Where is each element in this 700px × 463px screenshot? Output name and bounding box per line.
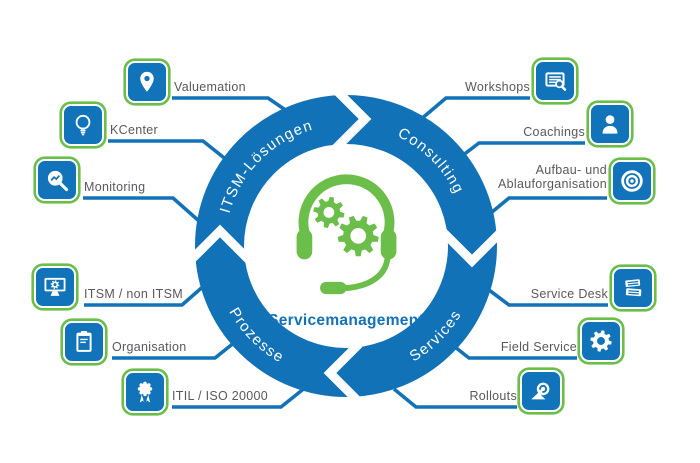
item-icon-tile: [63, 321, 105, 363]
item-label: Workshops: [465, 80, 530, 94]
clipboard-icon: [76, 331, 92, 352]
map-pin-icon: [140, 71, 154, 92]
item-label: Coachings: [523, 125, 585, 139]
connector-line: [172, 96, 305, 124]
ring-band: [195, 95, 497, 397]
headset-gears-icon: [296, 174, 397, 295]
connector-line: [452, 141, 585, 164]
item-label: KCenter: [110, 123, 158, 137]
diagram-title: Servicemanagement: [268, 312, 424, 329]
person-icon: [602, 115, 618, 134]
connector-line: [483, 285, 608, 307]
item-icon-tile: [36, 159, 78, 201]
roll-icon: [531, 382, 550, 400]
connector-line: [112, 336, 242, 360]
connector-line: [392, 387, 517, 409]
connector-line: [84, 282, 208, 307]
item-icon-tile: [534, 60, 576, 102]
item-label: Valuemation: [174, 80, 246, 94]
item-icon-tile: [34, 266, 76, 308]
item-icon-tile: [126, 61, 168, 103]
item-icon-tile: [124, 371, 166, 413]
connector-line: [83, 196, 201, 223]
item-label: Aufbau- und Ablauforganisation: [498, 163, 607, 191]
arrow-top-icon: [332, 86, 372, 152]
item-icon-tile: [520, 370, 562, 412]
item-label: Organisation: [112, 340, 187, 354]
presentation-board-icon: [545, 72, 567, 91]
monitor-gear-icon: [44, 277, 66, 296]
item-label: Service Desk: [530, 287, 608, 301]
connector-line: [108, 139, 230, 163]
item-icon-tile: [612, 267, 654, 309]
item-label: Field Service: [500, 340, 577, 354]
award-ribbon-icon: [137, 381, 153, 404]
lightbulb-icon: [75, 114, 91, 136]
connector-line: [484, 196, 607, 219]
target-icon: [621, 170, 643, 192]
gear-icon: [590, 330, 612, 352]
tickets-stack-icon: [625, 279, 642, 297]
connector-line: [444, 338, 577, 360]
arrow-right-icon: [439, 228, 505, 268]
item-icon-tile: [589, 103, 631, 145]
item-icon-tile: [611, 160, 653, 202]
item-icon-tile: [62, 104, 104, 146]
item-label: ITSM / non ITSM: [84, 287, 183, 301]
item-label: Monitoring: [84, 180, 146, 194]
arrow-bottom-icon: [323, 340, 363, 406]
connector-line: [418, 96, 530, 122]
chart-magnifier-icon: [47, 170, 69, 192]
arrow-left-icon: [187, 224, 253, 264]
item-label: Rollouts: [469, 389, 517, 403]
item-icon-tile: [580, 320, 622, 362]
connector-line: [172, 385, 308, 409]
item-label: ITIL / ISO 20000: [172, 389, 269, 403]
